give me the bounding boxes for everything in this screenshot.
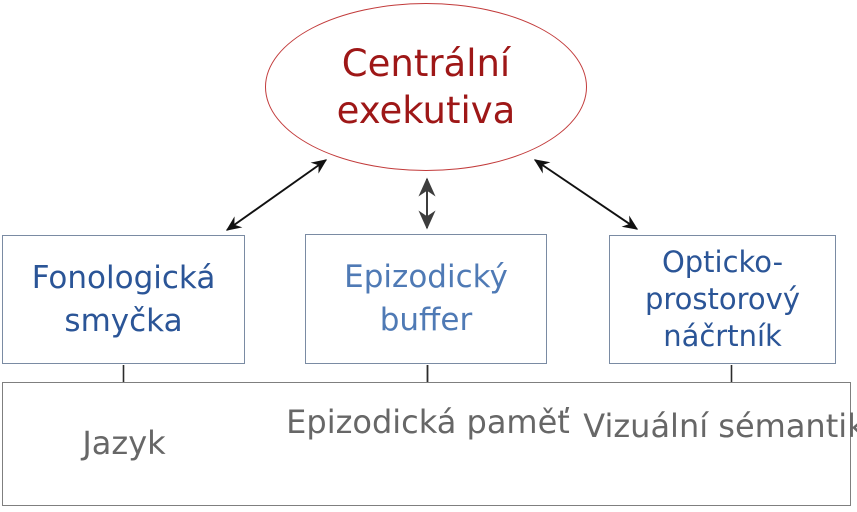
node-visual-semantics-label-line1: Vizuální: [583, 407, 709, 445]
node-episodic-buffer-label-line1: Epizodický: [344, 259, 508, 295]
node-language-label: Jazyk: [82, 424, 166, 462]
node-phonological-loop-label-line1: Fonologická: [31, 259, 216, 296]
node-visual-semantics: Vizuální sémantika: [583, 407, 857, 445]
node-phonological-loop: Fonologická smyčka: [2, 235, 245, 364]
node-visuospatial-sketchpad: Opticko- prostorový náčrtník: [609, 235, 836, 364]
node-phonological-loop-label-line2: smyčka: [64, 302, 183, 339]
node-visuospatial-sketchpad-label-line3: náčrtník: [663, 319, 782, 353]
node-episodic-memory-label-line1: Epizodická: [286, 403, 457, 441]
node-central-executive-label-line2: exekutiva: [336, 89, 516, 132]
node-episodic-buffer-label-line2: buffer: [379, 302, 473, 338]
node-visuospatial-sketchpad-label-line1: Opticko-: [661, 245, 784, 279]
node-episodic-memory: Epizodická paměť: [286, 403, 570, 441]
node-central-executive-label-line1: Centrální: [341, 42, 511, 85]
long-term-memory-band: Jazyk Epizodická paměť Vizuální sémantik…: [2, 382, 857, 506]
edge-central-visuospatial-double-arrow: [533, 159, 639, 230]
node-language: Jazyk: [82, 424, 165, 462]
edge-central-phonological-double-arrow: [225, 159, 328, 231]
node-episodic-memory-label-line2: paměť: [466, 403, 570, 441]
node-episodic-buffer: Epizodický buffer: [305, 234, 547, 364]
node-central-executive: Centrální exekutiva: [265, 3, 587, 171]
node-visual-semantics-label-line2: sémantika: [718, 407, 857, 445]
node-visuospatial-sketchpad-label-line2: prostorový: [644, 282, 800, 316]
